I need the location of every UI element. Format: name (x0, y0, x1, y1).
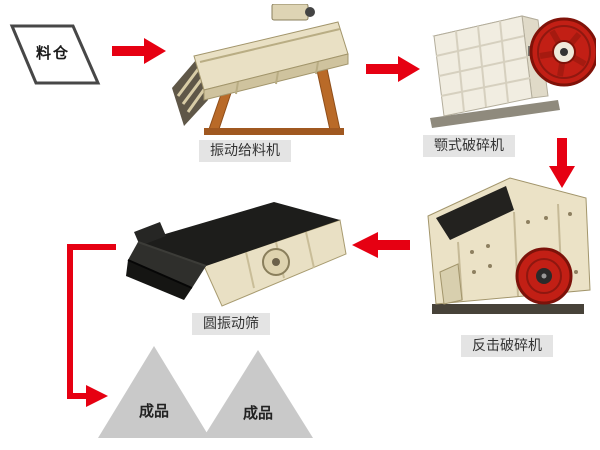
jaw-crusher-illustration (430, 15, 596, 128)
jaw-crusher-label: 颚式破碎机 (423, 135, 515, 157)
silo-shape (9, 24, 101, 85)
vibrating-screen-illustration (126, 202, 347, 307)
product-right-label: 成品 (242, 404, 273, 422)
product-left-label: 成品 (138, 402, 169, 420)
impact-crusher-illustration (427, 177, 591, 314)
arrow-impact-to-screen-icon (352, 232, 410, 258)
feeder-label: 振动给料机 (199, 140, 291, 162)
silo-label: 料仓 (35, 44, 70, 62)
impact-crusher-label: 反击破碎机 (461, 335, 553, 357)
product-pile-left (98, 346, 210, 438)
arrow-screen-to-product-icon (67, 244, 116, 407)
arrow-silo-to-feeder-icon (112, 38, 166, 64)
vibrating-feeder-illustration (172, 4, 349, 135)
arrow-jaw-to-impact-icon (549, 138, 575, 188)
arrow-feeder-to-jaw-icon (366, 56, 420, 82)
screen-label: 圆振动筛 (192, 313, 270, 335)
product-pile-right (203, 350, 313, 438)
